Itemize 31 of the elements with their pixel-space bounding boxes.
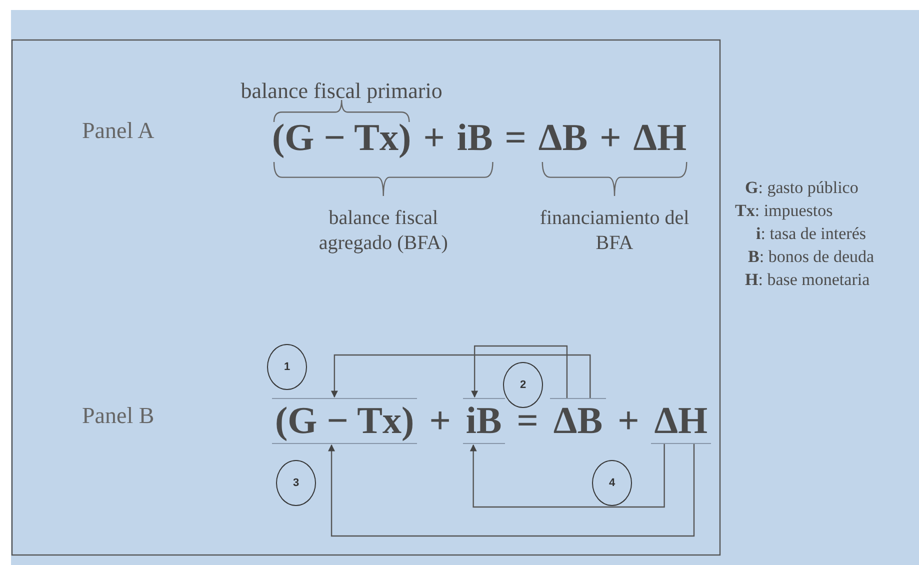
math-operator: + xyxy=(429,399,451,443)
panel-title: Panel A xyxy=(82,118,154,144)
math-operator: + xyxy=(423,116,445,160)
math-term: ΔH xyxy=(651,398,711,444)
math-term: ΔB xyxy=(538,116,588,160)
callout-number: 4 xyxy=(592,460,632,506)
callout-number: 1 xyxy=(267,344,307,390)
legend-text: Tx: impuestos xyxy=(735,200,833,222)
math-operator: + xyxy=(618,399,640,443)
callout-number: 3 xyxy=(276,460,316,506)
arrow xyxy=(330,354,591,398)
legend-text: G: gasto público xyxy=(745,177,858,199)
math-term: iB xyxy=(462,398,505,444)
bracket-caption: balance fiscal agregado (BFA) xyxy=(318,206,449,256)
arrow xyxy=(471,345,568,398)
arrow xyxy=(328,444,695,537)
bracket-caption: balance fiscal primario xyxy=(240,78,442,104)
math-term: ΔB xyxy=(550,398,606,444)
math-term: ΔH xyxy=(633,116,687,160)
math-operator: = xyxy=(504,116,526,160)
panel-title: Panel B xyxy=(82,403,154,429)
math-term: (G − Tx) xyxy=(272,116,412,160)
legend-text: B: bonos de deuda xyxy=(748,246,874,268)
math-term: iB xyxy=(456,116,493,160)
arrow xyxy=(470,444,665,508)
legend-text: i: tasa de interés xyxy=(756,223,866,245)
callout-number: 2 xyxy=(503,362,543,408)
math-term: (G − Tx) xyxy=(272,398,418,444)
math-operator: + xyxy=(600,116,622,160)
legend-text: H: base monetaria xyxy=(745,269,870,291)
bracket-caption: financiamiento del BFA xyxy=(538,206,690,256)
